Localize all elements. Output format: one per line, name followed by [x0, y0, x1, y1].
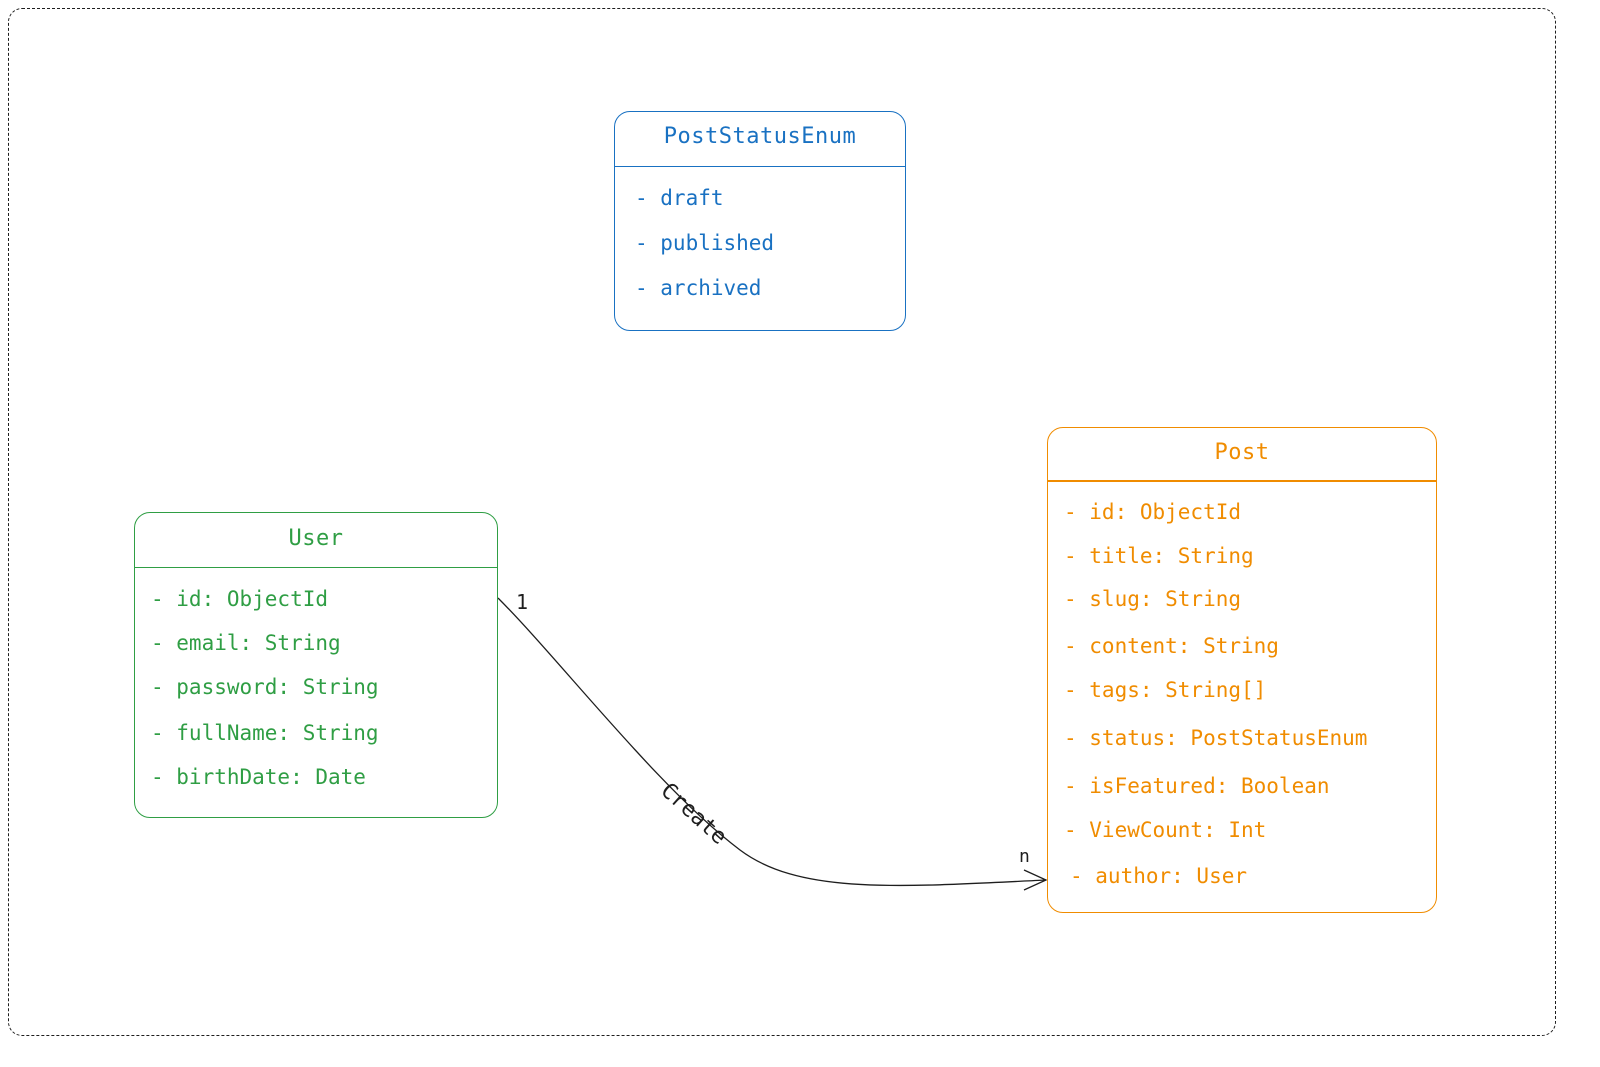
class-title: Post	[1214, 440, 1270, 465]
attribute-id: - id: ObjectId	[151, 587, 329, 611]
attribute-status: - status: PostStatusEnum	[1064, 726, 1368, 750]
class-poststatusenum[interactable]: PostStatusEnum - draft - published - arc…	[614, 111, 906, 331]
enum-value-draft: - draft	[635, 186, 724, 210]
attribute-email: - email: String	[151, 631, 341, 655]
class-title: User	[288, 526, 344, 551]
attribute-viewcount: - ViewCount: Int	[1064, 818, 1267, 842]
diagram-frame	[8, 8, 1556, 1036]
attribute-tags: - tags: String[]	[1064, 678, 1267, 702]
source-multiplicity: 1	[516, 590, 529, 614]
attribute-isfeatured: - isFeatured: Boolean	[1064, 774, 1330, 798]
attribute-content: - content: String	[1064, 634, 1279, 658]
class-divider	[135, 567, 497, 568]
attribute-author: - author: User	[1070, 864, 1248, 888]
class-divider	[615, 166, 905, 167]
attribute-id: - id: ObjectId	[1064, 500, 1242, 524]
attribute-slug: - slug: String	[1064, 587, 1242, 611]
attribute-title: - title: String	[1064, 544, 1254, 568]
class-post[interactable]: Post - id: ObjectId - title: String - sl…	[1047, 427, 1437, 913]
attribute-fullname: - fullName: String	[151, 721, 379, 745]
relation-line	[497, 597, 1047, 887]
target-multiplicity: n	[1019, 846, 1030, 867]
class-title: PostStatusEnum	[663, 124, 857, 149]
enum-value-published: - published	[635, 231, 775, 255]
class-divider	[1048, 480, 1436, 482]
class-user[interactable]: User - id: ObjectId - email: String - pa…	[134, 512, 498, 818]
enum-value-archived: - archived	[635, 276, 762, 300]
attribute-birthdate: - birthDate: Date	[151, 765, 366, 789]
attribute-password: - password: String	[151, 675, 379, 699]
arrowhead	[1023, 869, 1048, 891]
